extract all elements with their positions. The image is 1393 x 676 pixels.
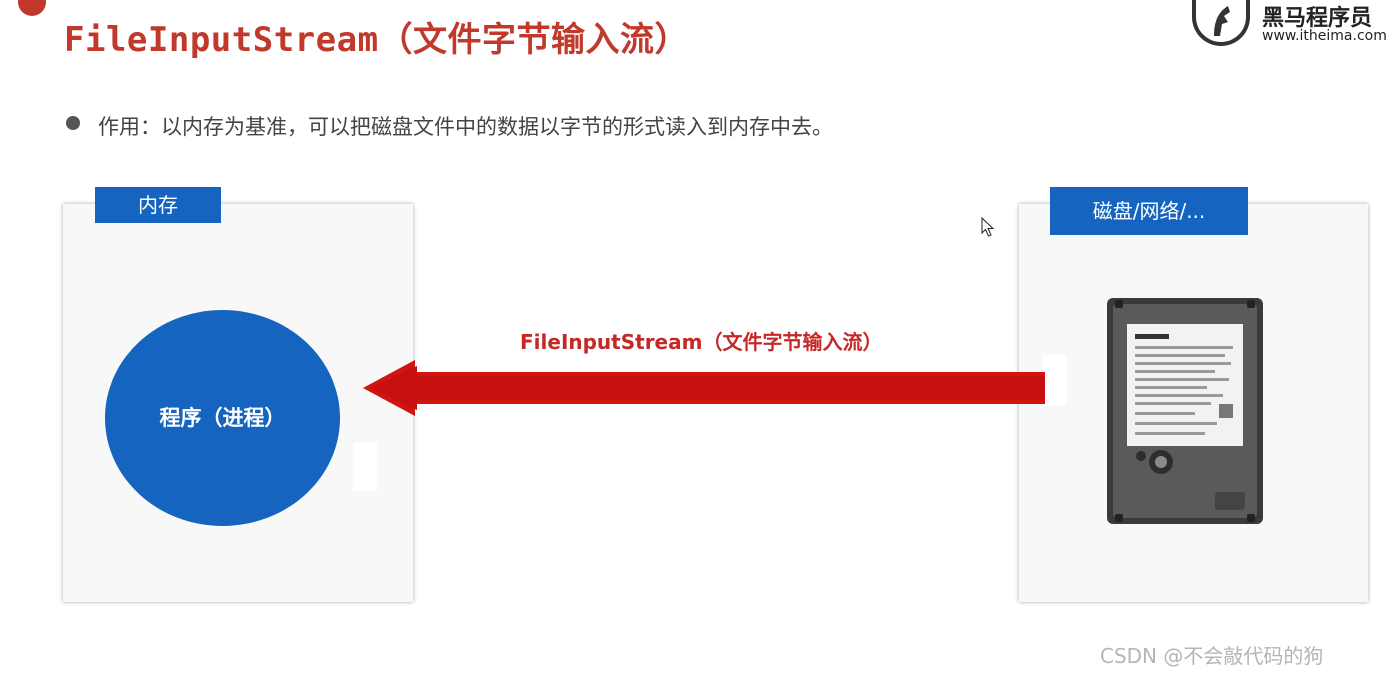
read-direction-arrow	[355, 358, 1055, 418]
arrow-label: FileInputStream（文件字节输入流）	[520, 326, 882, 355]
cursor-icon	[981, 217, 995, 237]
itheima-horse-icon	[1192, 0, 1250, 46]
decorative-red-dot	[18, 0, 46, 16]
process-label: 程序（进程）	[105, 310, 340, 526]
csdn-watermark: CSDN @不会敲代码的狗	[1100, 640, 1323, 669]
hard-disk-icon	[1105, 296, 1265, 526]
bullet-description: 作用：以内存为基准，可以把磁盘文件中的数据以字节的形式读入到内存中去。	[98, 111, 833, 141]
process-circle: 程序（进程）	[105, 310, 340, 526]
memory-tag: 内存	[95, 187, 221, 223]
disk-tag: 磁盘/网络/...	[1050, 187, 1248, 235]
logo-url: www.itheima.com	[1262, 28, 1387, 44]
itheima-logo: 黑马程序员 www.itheima.com	[1190, 0, 1393, 50]
bullet-dot	[66, 116, 80, 130]
white-patch	[353, 443, 377, 491]
page-title: FileInputStream（文件字节输入流）	[64, 12, 689, 61]
